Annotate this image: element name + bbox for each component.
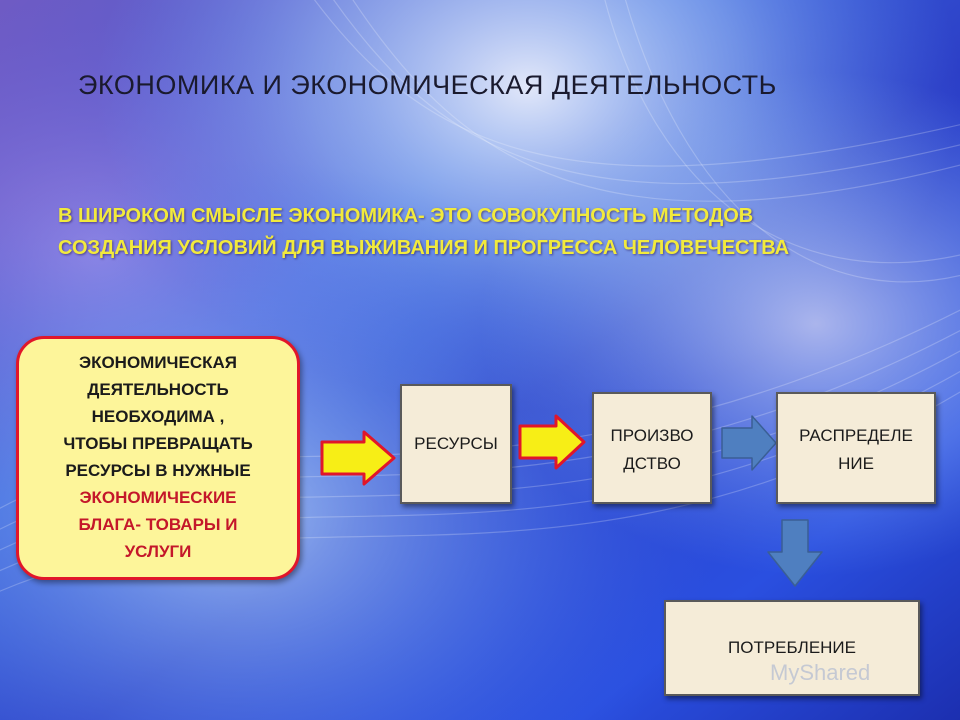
left-box-highlight-line: БЛАГА- ТОВАРЫ И (78, 515, 238, 534)
production-label-line-1: ПРОИЗВО (610, 426, 694, 445)
consumption-label: ПОТРЕБЛЕНИЕ (728, 638, 856, 657)
left-box-line: ЧТОБЫ ПРЕВРАЩАТЬ (63, 434, 253, 453)
watermark-text: MyShared (770, 660, 871, 685)
definition-text: В ШИРОКОМ СМЫСЛЕ ЭКОНОМИКА- ЭТО СОВОКУПН… (58, 200, 918, 264)
production-box: ПРОИЗВО ДСТВО (592, 392, 712, 504)
distribution-box: РАСПРЕДЕЛЕ НИЕ (776, 392, 936, 504)
distribution-label-line-2: НИЕ (838, 454, 874, 473)
arrow-right-icon (518, 414, 586, 470)
left-box-line: НЕОБХОДИМА , (91, 407, 225, 426)
arrow-right-icon (320, 430, 396, 486)
consumption-box: ПОТРЕБЛЕНИЕ (664, 600, 920, 696)
arrow-right-icon (721, 415, 777, 471)
definition-line-2: СОЗДАНИЯ УСЛОВИЙ ДЛЯ ВЫЖИВАНИЯ И ПРОГРЕС… (58, 237, 790, 259)
left-box-highlight-line: УСЛУГИ (124, 542, 192, 561)
production-label-line-2: ДСТВО (623, 454, 681, 473)
page-title: ЭКОНОМИКА И ЭКОНОМИЧЕСКАЯ ДЕЯТЕЛЬНОСТЬ (78, 70, 777, 100)
economic-activity-box: ЭКОНОМИЧЕСКАЯ ДЕЯТЕЛЬНОСТЬ НЕОБХОДИМА , … (16, 336, 300, 580)
left-box-highlight-line: ЭКОНОМИЧЕСКИЕ (79, 488, 237, 507)
arrow-down-icon (767, 519, 823, 587)
left-box-line: ЭКОНОМИЧЕСКАЯ (78, 353, 237, 372)
left-box-line: ДЕЯТЕЛЬНОСТЬ (87, 380, 229, 399)
distribution-label-line-1: РАСПРЕДЕЛЕ (799, 426, 913, 445)
resources-label: РЕСУРСЫ (414, 434, 498, 453)
definition-line-1: В ШИРОКОМ СМЫСЛЕ ЭКОНОМИКА- ЭТО СОВОКУПН… (58, 205, 754, 227)
watermark: MyShared (770, 660, 870, 686)
resources-box: РЕСУРСЫ (400, 384, 512, 504)
left-box-line: РЕСУРСЫ В НУЖНЫЕ (65, 461, 251, 480)
